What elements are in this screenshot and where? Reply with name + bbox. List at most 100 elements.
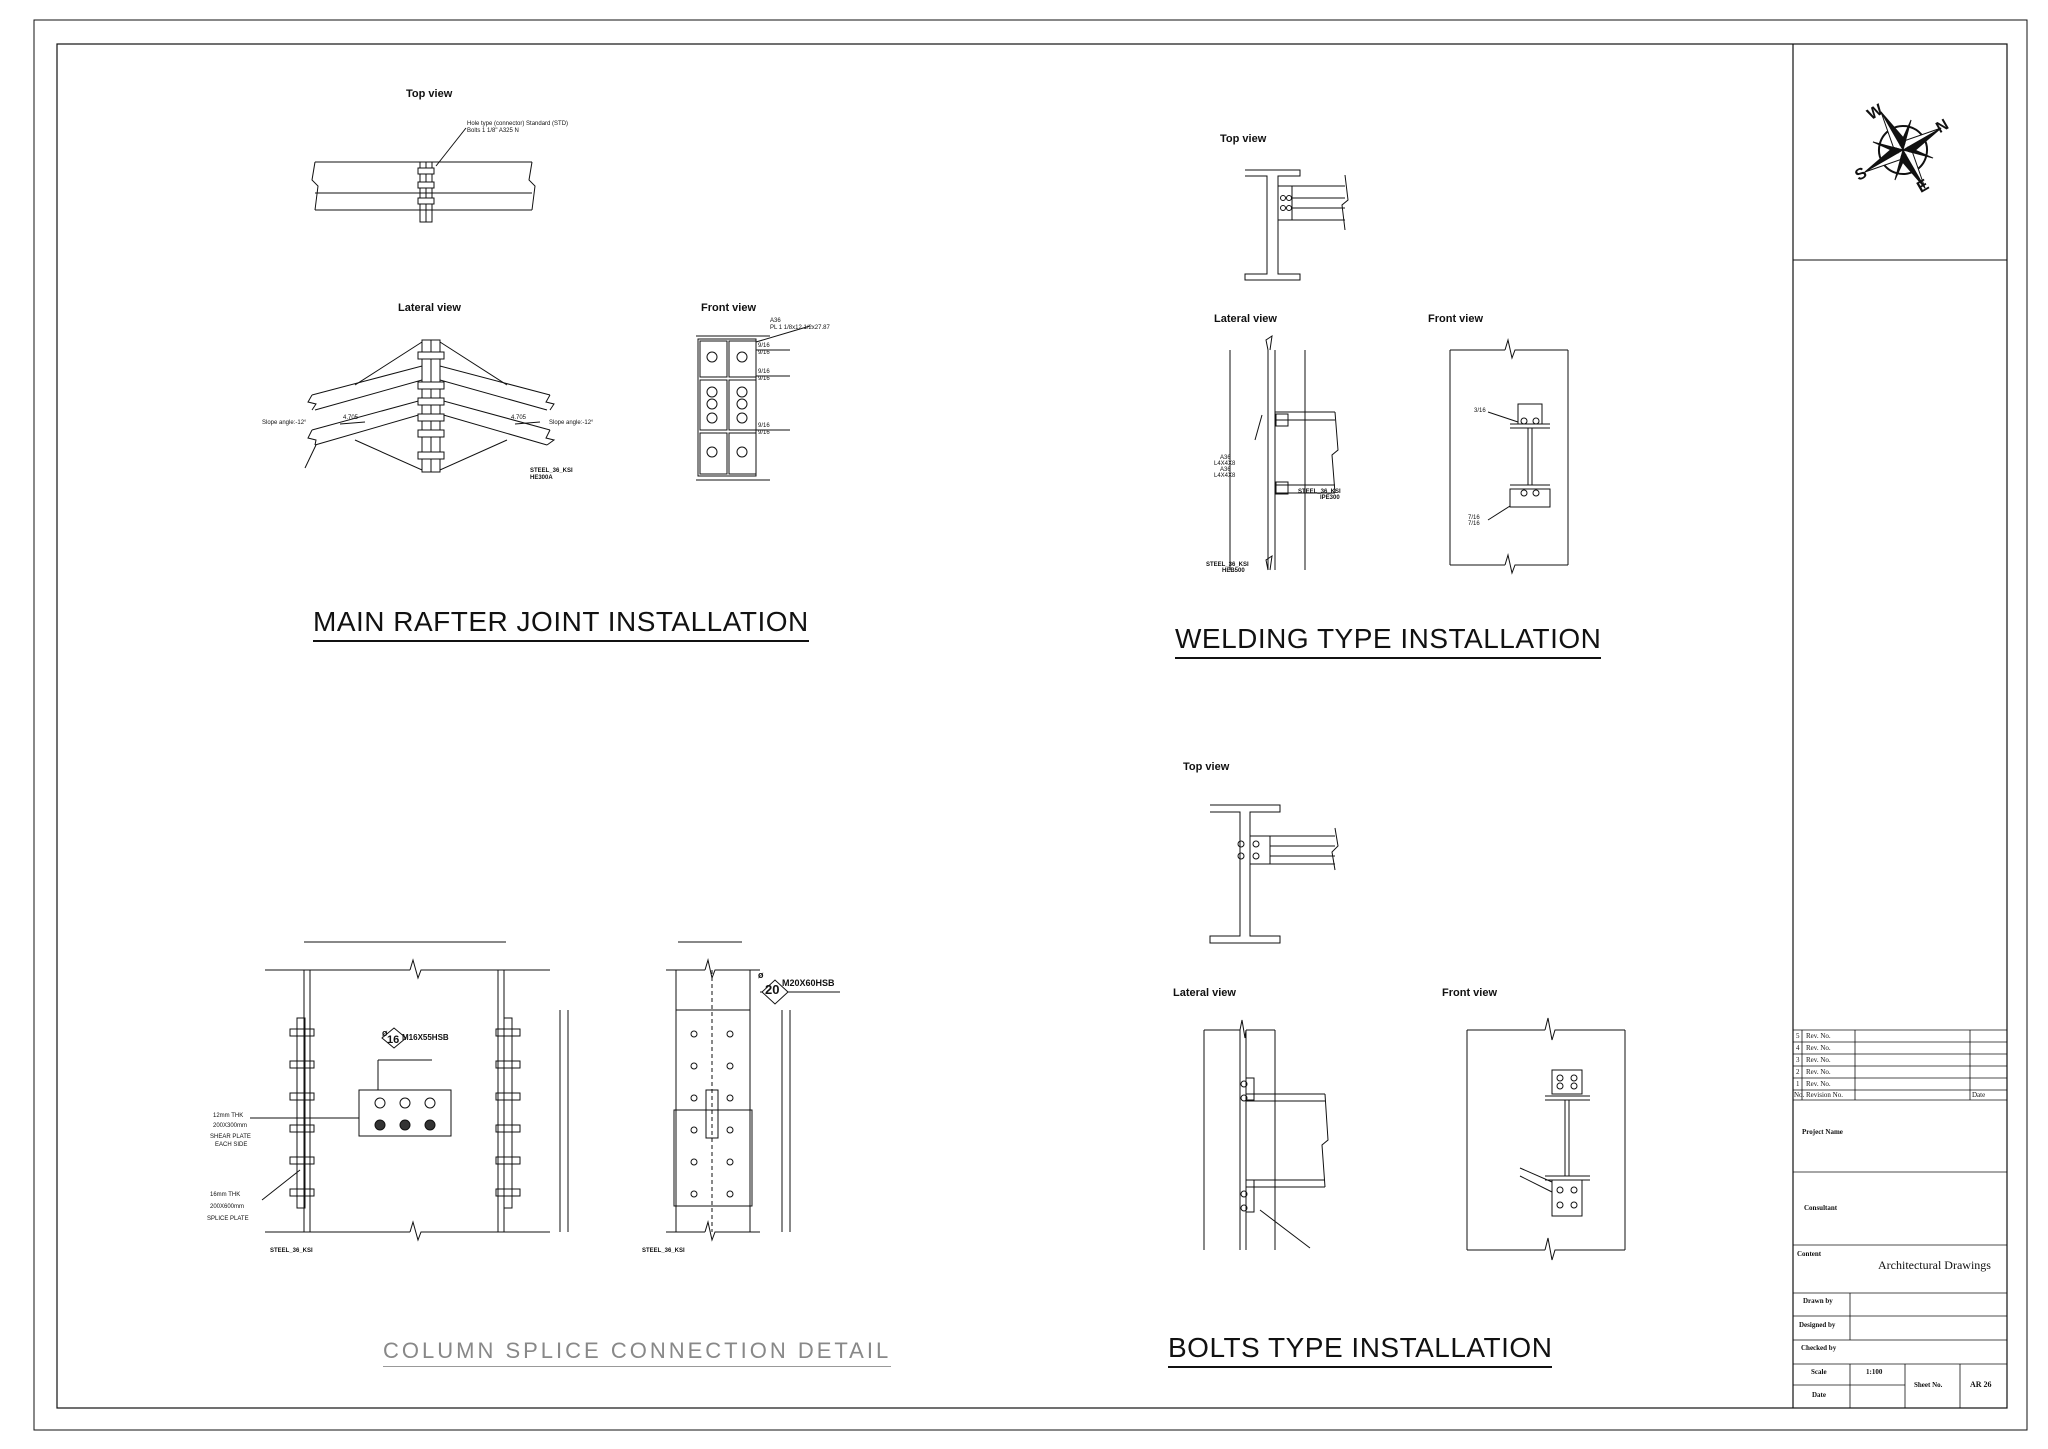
- welding-lateral-view-label: Lateral view: [1214, 313, 1277, 325]
- splice-phi-1: ø: [382, 1028, 388, 1038]
- welding-angle-2: L4X4X8: [1214, 461, 1236, 467]
- splice-front-view: [250, 941, 569, 1242]
- splice-bolt-dia-1: 16: [387, 1034, 400, 1046]
- rev-header-no: No.: [1794, 1091, 1805, 1099]
- splice-bolt-dia-2: 20: [765, 982, 780, 997]
- content-value: Architectural Drawings: [1878, 1258, 1991, 1272]
- bolts-lateral-view: [1203, 1019, 1329, 1250]
- bolts-front-view: [1466, 1017, 1626, 1261]
- rafter-weld-4: 9/16: [758, 376, 770, 382]
- welding-top-view: [1244, 169, 1349, 281]
- splice-shear-3: SHEAR PLATE: [210, 1134, 251, 1140]
- rafter-weld-5: 9/16: [758, 423, 770, 429]
- rev-header-label: Revision No.: [1806, 1091, 1843, 1099]
- bolts-front-view-label: Front view: [1442, 987, 1498, 999]
- rafter-front-view-label: Front view: [701, 302, 757, 314]
- sheet-no-value: AR 26: [1970, 1380, 1992, 1389]
- splice-flange-bolt: [289, 1028, 521, 1197]
- rafter-weld-3: 9/16: [758, 369, 770, 375]
- designed-by-label: Designed by: [1799, 1321, 1836, 1329]
- welding-col-steel: STEEL_36_KSI: [1206, 562, 1249, 568]
- rafter-weld-6: 9/16: [758, 430, 770, 436]
- rafter-title: MAIN RAFTER JOINT INSTALLATION: [313, 606, 809, 642]
- splice-steel-left: STEEL_36_KSI: [270, 1248, 313, 1254]
- splice-steel-right: STEEL_36_KSI: [642, 1248, 685, 1254]
- title-block-grid: [1793, 1029, 2007, 1408]
- rafter-top-view: [311, 127, 536, 223]
- rafter-plate-size: PL 1 1/8x12 1/2x27.87: [770, 325, 830, 331]
- rafter-slope-left: Slope angle:-12°: [262, 420, 307, 426]
- rafter-section: HE300A: [530, 475, 553, 481]
- sheet-no-label: Sheet No.: [1914, 1381, 1943, 1389]
- splice-phi-2: ø: [758, 970, 764, 980]
- scale-label: Scale: [1811, 1368, 1827, 1376]
- drawn-by-label: Drawn by: [1803, 1297, 1833, 1305]
- scale-value: 1:100: [1866, 1368, 1883, 1376]
- rafter-weld-1: 9/16: [758, 343, 770, 349]
- rafter-front-view: [696, 325, 811, 481]
- rev-no-4: 4: [1796, 1044, 1800, 1052]
- rafter-weld-2: 9/16: [758, 350, 770, 356]
- rafter-slope-right: Slope angle:-12°: [549, 420, 594, 426]
- splice-plate-bolt: [374, 1097, 436, 1131]
- consultant-label: Consultant: [1804, 1204, 1838, 1212]
- welding-col-section: HEB500: [1222, 568, 1245, 574]
- inner-border: [56, 43, 2008, 1409]
- rev-label-2: Rev. No.: [1806, 1068, 1831, 1076]
- rev-label-5: Rev. No.: [1806, 1032, 1831, 1040]
- rafter-front-bolt: [706, 351, 748, 458]
- rafter-steel-grade: STEEL_36_KSI: [530, 468, 573, 474]
- rev-header-date: Date: [1972, 1091, 1986, 1099]
- splice-plate-2: 200X600mm: [210, 1204, 245, 1210]
- welding-angle-1: A36: [1220, 455, 1231, 461]
- rev-label-3: Rev. No.: [1806, 1056, 1831, 1064]
- splice-plate-1: 16mm THK: [210, 1192, 241, 1198]
- content-label: Content: [1797, 1250, 1822, 1258]
- rev-no-1: 1: [1796, 1080, 1800, 1088]
- rev-no-5: 5: [1796, 1032, 1800, 1040]
- rafter-top-view-label: Top view: [406, 88, 453, 100]
- welding-angle-4: L4X4X8: [1214, 473, 1236, 479]
- project-name-label: Project Name: [1802, 1128, 1843, 1136]
- welding-weld-top: 3/16: [1474, 408, 1486, 414]
- outer-border: [33, 19, 2028, 1431]
- splice-title: COLUMN SPLICE CONNECTION DETAIL: [383, 1338, 892, 1367]
- rafter-bolt-note-1: Hole type (connector) Standard (STD): [467, 121, 569, 127]
- date-label: Date: [1812, 1391, 1826, 1399]
- welding-angle-3: A36: [1220, 467, 1231, 473]
- splice-shear-4: EACH SIDE: [215, 1142, 248, 1148]
- checked-by-label: Checked by: [1801, 1344, 1837, 1352]
- splice-side-bolt: [690, 1030, 734, 1198]
- welding-beam-section: IPE300: [1320, 495, 1340, 501]
- welding-beam-steel: STEEL_36_KSI: [1298, 489, 1341, 495]
- bolts-top-view: [1209, 804, 1339, 944]
- rafter-dim-left: 4.705: [343, 415, 359, 421]
- splice-bolt-spec-1: M16X55HSB: [402, 1033, 449, 1042]
- welding-front-view-label: Front view: [1428, 313, 1484, 325]
- splice-side-view: [666, 941, 840, 1242]
- splice-shear-2: 200X300mm: [213, 1123, 248, 1129]
- rafter-plate-grade: A36: [770, 318, 781, 324]
- splice-bolt-spec-2: M20X60HSB: [782, 978, 835, 988]
- welding-weld-bot-1: 7/16: [1468, 515, 1480, 521]
- bolts-top-view-label: Top view: [1183, 761, 1230, 773]
- welding-lateral-view: [1229, 334, 1339, 571]
- rafter-lateral-view: [304, 339, 556, 473]
- rafter-lateral-view-label: Lateral view: [398, 302, 461, 314]
- bolts-lateral-view-label: Lateral view: [1173, 987, 1236, 999]
- rafter-bolt-note-2: Bolts 1 1/8" A325 N: [467, 128, 519, 134]
- rev-no-3: 3: [1796, 1056, 1800, 1064]
- welding-weld-bot-2: 7/16: [1468, 521, 1480, 527]
- bolts-title: BOLTS TYPE INSTALLATION: [1168, 1332, 1553, 1368]
- welding-title: WELDING TYPE INSTALLATION: [1175, 623, 1602, 659]
- rev-label-4: Rev. No.: [1806, 1044, 1831, 1052]
- splice-shear-1: 12mm THK: [213, 1113, 244, 1119]
- welding-top-view-label: Top view: [1220, 133, 1267, 145]
- rev-no-2: 2: [1796, 1068, 1800, 1076]
- compass-rose-icon: [1864, 111, 1942, 189]
- splice-plate-3: SPLICE PLATE: [207, 1216, 249, 1222]
- welding-front-view: [1449, 338, 1569, 575]
- rev-label-1: Rev. No.: [1806, 1080, 1831, 1088]
- rafter-dim-right: 4.705: [511, 415, 527, 421]
